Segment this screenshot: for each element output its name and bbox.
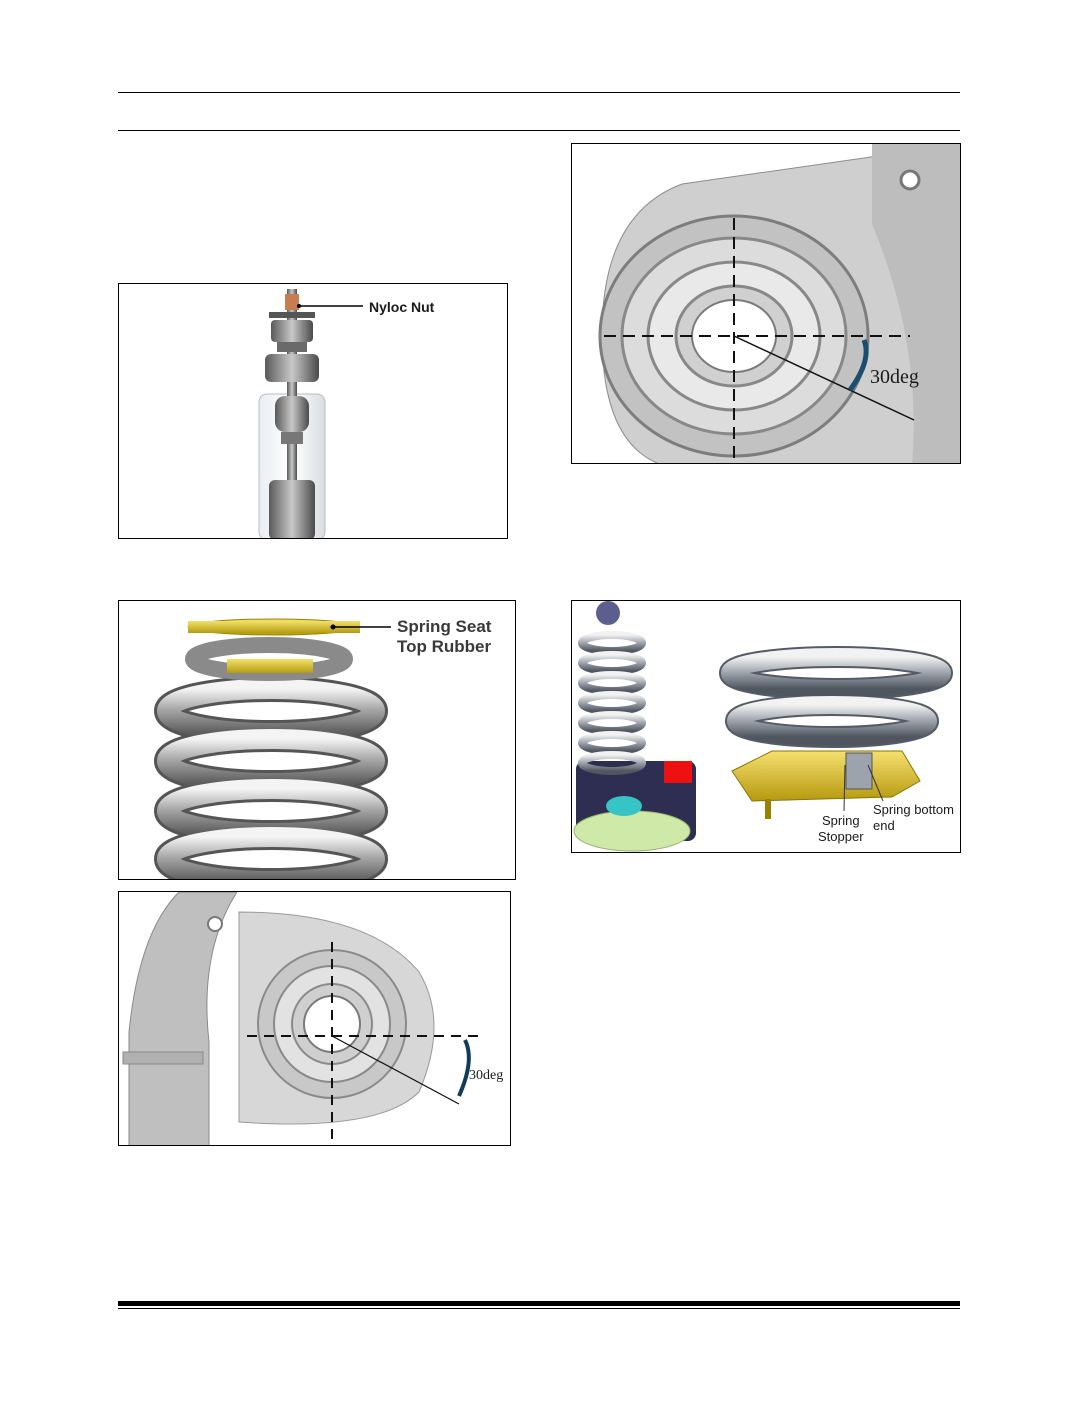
spring-bottom-end-label-line2: end [873, 818, 895, 833]
spring-bottom-end-label-line1: Spring bottom [873, 802, 954, 817]
damper-illustration [258, 289, 363, 538]
footer-rule-thin [118, 1308, 960, 1309]
spring-stopper-illustration [573, 601, 953, 852]
header-rule-bottom [118, 130, 960, 131]
arm-seat-angle-illustration [122, 892, 485, 1145]
angle-label-top: 30deg [870, 366, 919, 388]
spring-stopper-label-line1: Spring [822, 813, 860, 828]
figure-arm-angle-top: 30deg [571, 143, 961, 464]
spring-seat-label-line2: Top Rubber [397, 637, 492, 656]
figure-spring-bottom: Spring Stopper Spring bottom end [571, 600, 961, 853]
spring-stopper-label-line2: Stopper [818, 829, 864, 844]
spring-seat-label-line1: Spring Seat [397, 617, 492, 636]
spring-seat-arm-illustration [572, 144, 960, 463]
figure-nyloc-nut: Nyloc Nut [118, 283, 508, 539]
footer-rule-thick [118, 1301, 960, 1306]
figure-spring-seat: Spring Seat Top Rubber [118, 600, 516, 880]
nyloc-nut-label: Nyloc Nut [369, 299, 435, 315]
header-rule-top [118, 92, 960, 93]
coil-spring-illustration [154, 618, 391, 879]
figure-arm-angle-bottom: 30deg [118, 891, 511, 1146]
angle-label-bottom: 30deg [469, 1068, 504, 1083]
